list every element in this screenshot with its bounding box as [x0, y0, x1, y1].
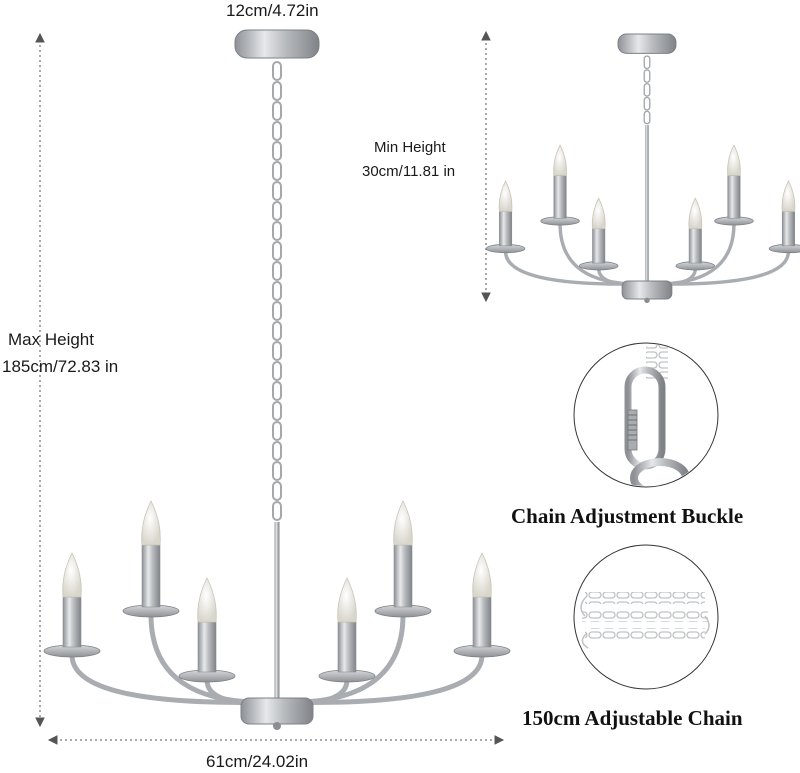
chain-link — [272, 181, 282, 201]
center-rod — [645, 125, 649, 284]
chain-link — [272, 341, 282, 361]
arrow-right-icon — [494, 735, 505, 745]
buckle-detail-circle — [573, 342, 719, 488]
candle-sleeve — [553, 175, 567, 219]
chain-link — [272, 381, 282, 401]
bulb-icon — [781, 180, 796, 212]
min-height-title: Min Height — [374, 139, 446, 156]
bulb-icon — [472, 552, 492, 598]
arrow-up-icon — [481, 30, 491, 41]
bulb-icon — [62, 552, 82, 598]
canopy — [234, 29, 320, 59]
arrow-left-icon — [47, 735, 58, 745]
candle-sleeve — [62, 596, 82, 648]
chain-link — [643, 69, 651, 83]
candle-sleeve — [781, 211, 795, 247]
bulb-icon — [141, 500, 161, 546]
min-height-value: 30cm/11.81 in — [362, 163, 456, 180]
candle-sleeve — [337, 621, 357, 673]
chain-link — [272, 201, 282, 221]
arrow-down-icon — [481, 292, 491, 303]
chain-link — [643, 82, 651, 97]
chain-link — [272, 461, 282, 481]
bulb-icon — [688, 197, 703, 229]
canopy — [617, 33, 677, 54]
candle-sleeve — [688, 228, 702, 264]
max-height-value: 185cm/72.83 in — [2, 357, 119, 376]
max-height-title: Max Height — [8, 330, 94, 349]
candle-sleeve — [727, 175, 741, 219]
bulb-icon — [553, 144, 567, 176]
candle-sleeve — [499, 211, 513, 247]
center-rod — [274, 522, 280, 702]
dimension-lines — [35, 30, 505, 745]
chain-link — [272, 401, 282, 421]
chain-detail-circle — [573, 544, 719, 690]
chain-link — [272, 101, 282, 121]
coiled-chain-icon — [580, 592, 710, 649]
center-hub — [240, 697, 314, 725]
bulb-icon — [393, 500, 413, 546]
chain-link — [272, 321, 282, 341]
buckle-caption: Chain Adjustment Buckle — [511, 504, 744, 528]
candle-sleeve — [592, 228, 606, 264]
chain-link — [272, 221, 282, 241]
chain-link — [272, 61, 282, 81]
chain-link — [272, 441, 282, 461]
chandelier-main — [43, 29, 511, 730]
chain-link — [643, 96, 651, 111]
chain-link — [272, 281, 282, 301]
bulb-icon — [591, 197, 606, 229]
chain-link — [272, 481, 282, 501]
chandelier-min-height — [485, 33, 800, 304]
chain-caption: 150cm Adjustable Chain — [522, 706, 743, 730]
arrow-up-icon — [35, 32, 45, 43]
chandelier-arm — [276, 654, 485, 705]
chain-link — [272, 81, 282, 101]
candle-sleeve — [141, 544, 161, 608]
width-label: 61cm/24.02in — [206, 752, 309, 771]
chandelier-arm — [646, 251, 791, 286]
canopy-width-label: 12cm/4.72in — [226, 1, 319, 20]
chain-link — [272, 361, 282, 381]
bulb-icon — [498, 180, 513, 212]
chain-link — [643, 110, 651, 125]
chain-link — [272, 161, 282, 181]
chain-link — [272, 301, 282, 321]
chain-link — [272, 421, 282, 441]
finial — [273, 722, 281, 730]
center-hub — [621, 280, 673, 300]
chain-link — [272, 121, 282, 141]
chain-link — [272, 261, 282, 281]
bulb-icon — [727, 144, 741, 176]
chain-link — [272, 241, 282, 261]
bulb-icon — [337, 577, 357, 623]
candle-sleeve — [197, 621, 217, 673]
finial — [644, 297, 650, 304]
candle-sleeve — [472, 596, 492, 648]
chain-link — [643, 55, 651, 70]
candle-sleeve — [393, 544, 413, 608]
chain-link — [272, 501, 282, 521]
arrow-down-icon — [35, 717, 45, 728]
bulb-icon — [197, 577, 217, 623]
chain-link — [272, 141, 282, 161]
